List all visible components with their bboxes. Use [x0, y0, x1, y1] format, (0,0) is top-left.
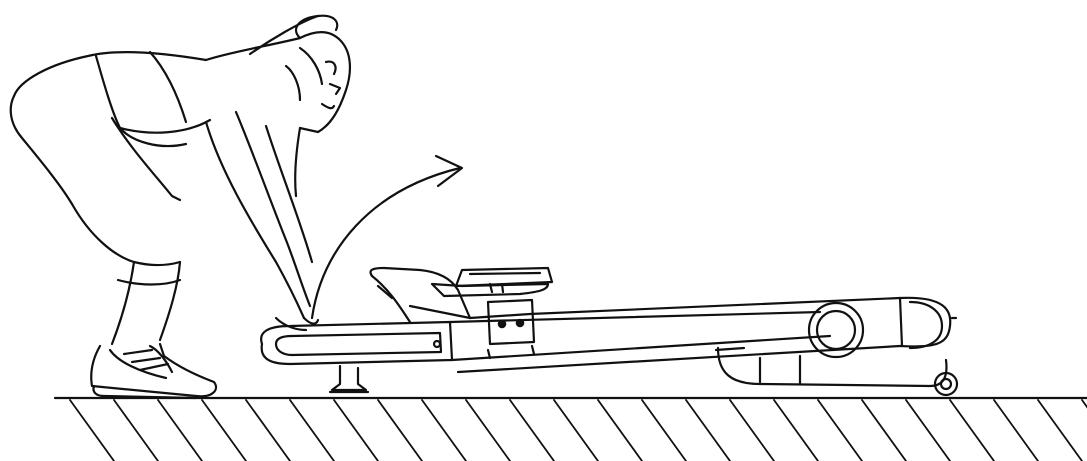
woman-lifting-icon — [11, 16, 350, 398]
floor-hatch-line — [774, 400, 818, 461]
floor-hatch-line — [642, 400, 686, 461]
floor-hatch-line — [1082, 400, 1087, 461]
floor-hatch-line — [730, 400, 774, 461]
floor-hatch-line — [158, 400, 202, 461]
floor-hatch-line — [1038, 400, 1082, 461]
floor-hatch-line — [202, 400, 246, 461]
floor-hatch-line — [290, 400, 334, 461]
floor-hatch-line — [554, 400, 598, 461]
floor-hatch-line — [686, 400, 730, 461]
floor-hatch-line — [598, 400, 642, 461]
floor-hatch-line — [950, 400, 994, 461]
floor-hatch-line — [862, 400, 906, 461]
floor-hatch-line — [422, 400, 466, 461]
hatched-floor-icon — [55, 398, 1087, 461]
floor-hatch-line — [114, 400, 158, 461]
floor-hatch-line — [378, 400, 422, 461]
floor-hatch-line — [334, 400, 378, 461]
floor-hatch-line — [70, 400, 114, 461]
floor-hatch-line — [510, 400, 554, 461]
floor-hatch-line — [246, 400, 290, 461]
floor-hatch-line — [906, 400, 950, 461]
floor-hatch-line — [994, 400, 1038, 461]
floor-hatch-line — [818, 400, 862, 461]
folding-treadmill-icon — [261, 268, 957, 395]
floor-hatch-line — [466, 400, 510, 461]
